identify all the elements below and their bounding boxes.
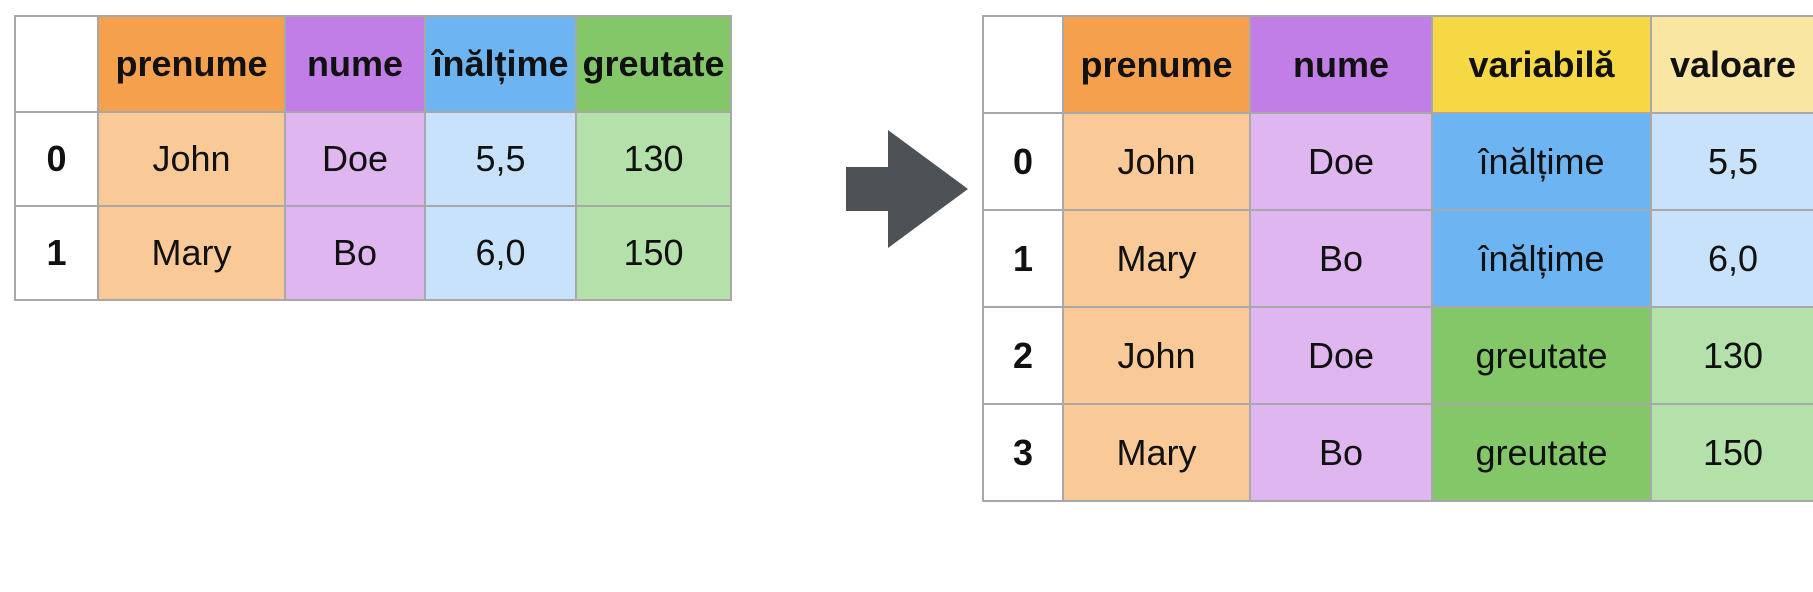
- cell-greutate: 150: [577, 207, 732, 301]
- column-header-nume: nume: [286, 17, 426, 113]
- cell-variabila: înălțime: [1433, 211, 1652, 308]
- arrow-shape: [846, 130, 968, 248]
- cell-valoare: 6,0: [1652, 211, 1813, 308]
- cell-prenume: Mary: [1064, 405, 1251, 502]
- cell-nume: Doe: [1251, 114, 1433, 211]
- cell-nume: Doe: [286, 113, 426, 207]
- column-header-greutate: greutate: [577, 17, 732, 113]
- row-index: 1: [984, 211, 1064, 308]
- cell-nume: Bo: [1251, 211, 1433, 308]
- cell-inaltime: 5,5: [426, 113, 577, 207]
- cell-inaltime: 6,0: [426, 207, 577, 301]
- cell-variabila: greutate: [1433, 405, 1652, 502]
- cell-valoare: 150: [1652, 405, 1813, 502]
- row-index: 0: [984, 114, 1064, 211]
- column-header-valoare: valoare: [1652, 17, 1813, 114]
- cell-prenume: John: [1064, 308, 1251, 405]
- cell-greutate: 130: [577, 113, 732, 207]
- wide-table: prenume nume înălțime greutate 0 John Do…: [14, 15, 732, 301]
- row-index: 1: [16, 207, 99, 301]
- index-header: [16, 17, 99, 113]
- column-header-prenume: prenume: [99, 17, 286, 113]
- cell-nume: Bo: [286, 207, 426, 301]
- column-header-prenume: prenume: [1064, 17, 1251, 114]
- column-header-nume: nume: [1251, 17, 1433, 114]
- cell-prenume: John: [99, 113, 286, 207]
- index-header: [984, 17, 1064, 114]
- row-index: 2: [984, 308, 1064, 405]
- cell-variabila: greutate: [1433, 308, 1652, 405]
- column-header-inaltime: înălțime: [426, 17, 577, 113]
- cell-valoare: 130: [1652, 308, 1813, 405]
- column-header-variabila: variabilă: [1433, 17, 1652, 114]
- row-index: 3: [984, 405, 1064, 502]
- cell-variabila: înălțime: [1433, 114, 1652, 211]
- long-table: prenume nume variabilă valoare 0 John Do…: [982, 15, 1813, 502]
- cell-prenume: Mary: [1064, 211, 1251, 308]
- cell-prenume: John: [1064, 114, 1251, 211]
- cell-prenume: Mary: [99, 207, 286, 301]
- cell-nume: Bo: [1251, 405, 1433, 502]
- right-arrow-icon: [846, 130, 968, 248]
- cell-nume: Doe: [1251, 308, 1433, 405]
- cell-valoare: 5,5: [1652, 114, 1813, 211]
- row-index: 0: [16, 113, 99, 207]
